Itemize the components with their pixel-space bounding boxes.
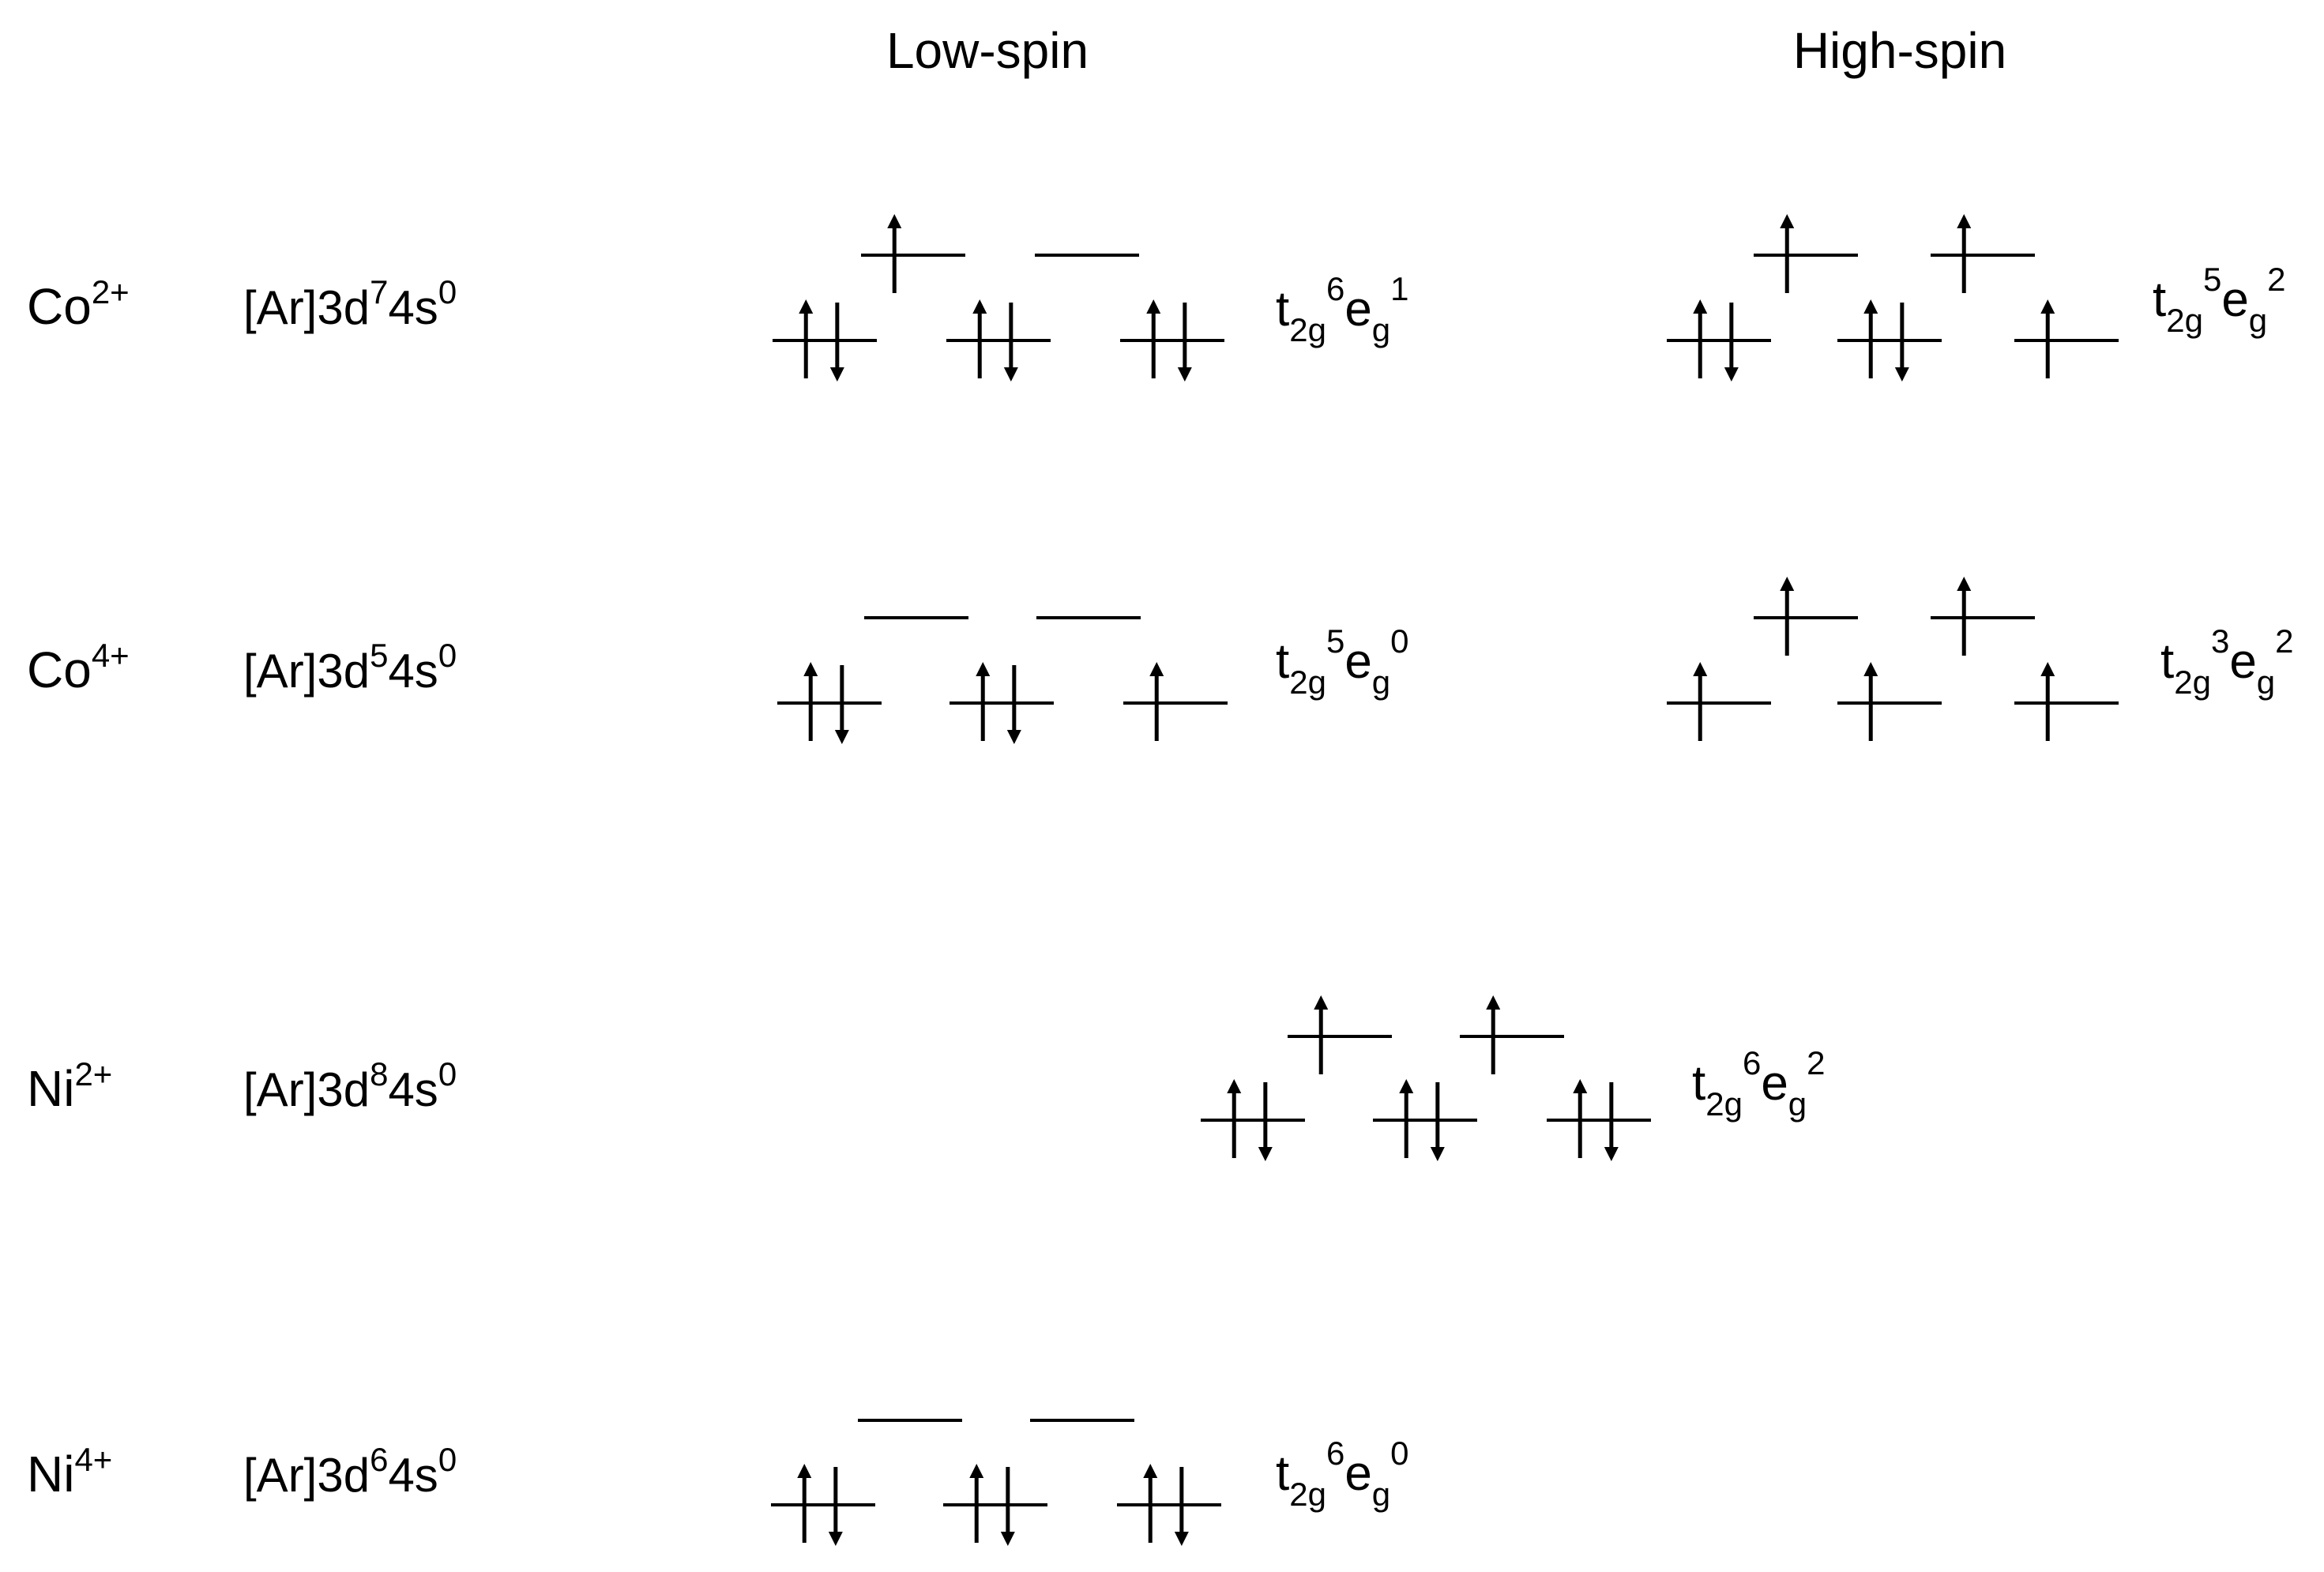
- ion-label: Ni4+: [27, 1441, 112, 1502]
- spin-up-arrowhead: [976, 662, 991, 676]
- spin-up-arrowhead: [969, 1464, 984, 1478]
- orbital-diagram-co2-low-spin: [773, 214, 1224, 382]
- spin-up-arrowhead: [1780, 577, 1795, 591]
- spin-down-arrowhead: [1000, 1532, 1015, 1546]
- spin-down-arrowhead: [1177, 367, 1192, 382]
- spin-up-arrowhead: [887, 214, 902, 228]
- spin-down-arrowhead: [1003, 367, 1018, 382]
- spin-up-arrowhead: [1314, 995, 1329, 1010]
- orbital-diagram-co2-high-spin: [1667, 214, 2119, 382]
- spin-down-arrowhead: [829, 367, 844, 382]
- spin-down-arrowhead: [1604, 1147, 1619, 1161]
- electron-config: [Ar]3d54s0: [243, 637, 457, 698]
- spin-up-arrowhead: [2040, 299, 2055, 314]
- spin-up-arrowhead: [799, 299, 814, 314]
- spin-down-arrowhead: [1258, 1147, 1273, 1161]
- row-ni2: Ni2+ [Ar]3d84s0: [27, 1055, 457, 1117]
- orbital-diagram-ni2: [1201, 995, 1651, 1161]
- spin-down-arrowhead: [828, 1532, 843, 1546]
- row-co4: Co4+ [Ar]3d54s0: [27, 637, 457, 698]
- spin-up-arrowhead: [797, 1464, 812, 1478]
- spin-up-arrowhead: [1863, 299, 1878, 314]
- low-spin-header: Low-spin: [886, 22, 1089, 79]
- spin-up-arrowhead: [1227, 1079, 1242, 1093]
- spin-up-arrowhead: [803, 662, 818, 676]
- electron-config: [Ar]3d74s0: [243, 273, 457, 334]
- term-label-co4-high: t2g3eg2: [2160, 622, 2294, 701]
- electron-config: [Ar]3d64s0: [243, 1441, 457, 1502]
- spin-up-arrowhead: [1780, 214, 1795, 228]
- spin-up-arrowhead: [1573, 1079, 1588, 1093]
- spin-down-arrowhead: [1724, 367, 1739, 382]
- spin-down-arrowhead: [1006, 730, 1021, 744]
- spin-up-arrowhead: [1399, 1079, 1414, 1093]
- spin-down-arrowhead: [834, 730, 849, 744]
- ion-label: Ni2+: [27, 1055, 112, 1117]
- spin-up-arrowhead: [1957, 214, 1972, 228]
- spin-up-arrowhead: [1863, 662, 1878, 676]
- row-co2: Co2+ [Ar]3d74s0: [27, 273, 457, 335]
- spin-down-arrowhead: [1894, 367, 1909, 382]
- spin-up-arrowhead: [2040, 662, 2055, 676]
- ion-label: Co4+: [27, 637, 130, 698]
- spin-up-arrowhead: [1486, 995, 1501, 1010]
- orbital-diagram-ni4-low-spin: [771, 1419, 1221, 1546]
- electron-config: [Ar]3d84s0: [243, 1055, 457, 1116]
- term-label-co2-high: t2g5eg2: [2153, 261, 2286, 339]
- term-label-ni4-low: t2g6eg0: [1276, 1435, 1409, 1513]
- ion-label: Co2+: [27, 273, 130, 335]
- spin-up-arrowhead: [1693, 299, 1708, 314]
- spin-up-arrowhead: [1143, 1464, 1158, 1478]
- high-spin-header: High-spin: [1793, 22, 2006, 79]
- spin-up-arrowhead: [1146, 299, 1161, 314]
- spin-down-arrowhead: [1174, 1532, 1189, 1546]
- spin-up-arrowhead: [1693, 662, 1708, 676]
- spin-down-arrowhead: [1430, 1147, 1445, 1161]
- spin-up-arrowhead: [972, 299, 987, 314]
- term-label-co2-low: t2g6eg1: [1276, 270, 1409, 348]
- spin-up-arrowhead: [1957, 577, 1972, 591]
- spin-up-arrowhead: [1149, 662, 1164, 676]
- row-ni4: Ni4+ [Ar]3d64s0: [27, 1441, 457, 1502]
- term-label-co4-low: t2g5eg0: [1276, 622, 1409, 701]
- orbital-diagram-co4-high-spin: [1667, 577, 2119, 741]
- term-label-ni2: t2g6eg2: [1692, 1044, 1826, 1123]
- orbital-diagram-co4-low-spin: [777, 616, 1228, 744]
